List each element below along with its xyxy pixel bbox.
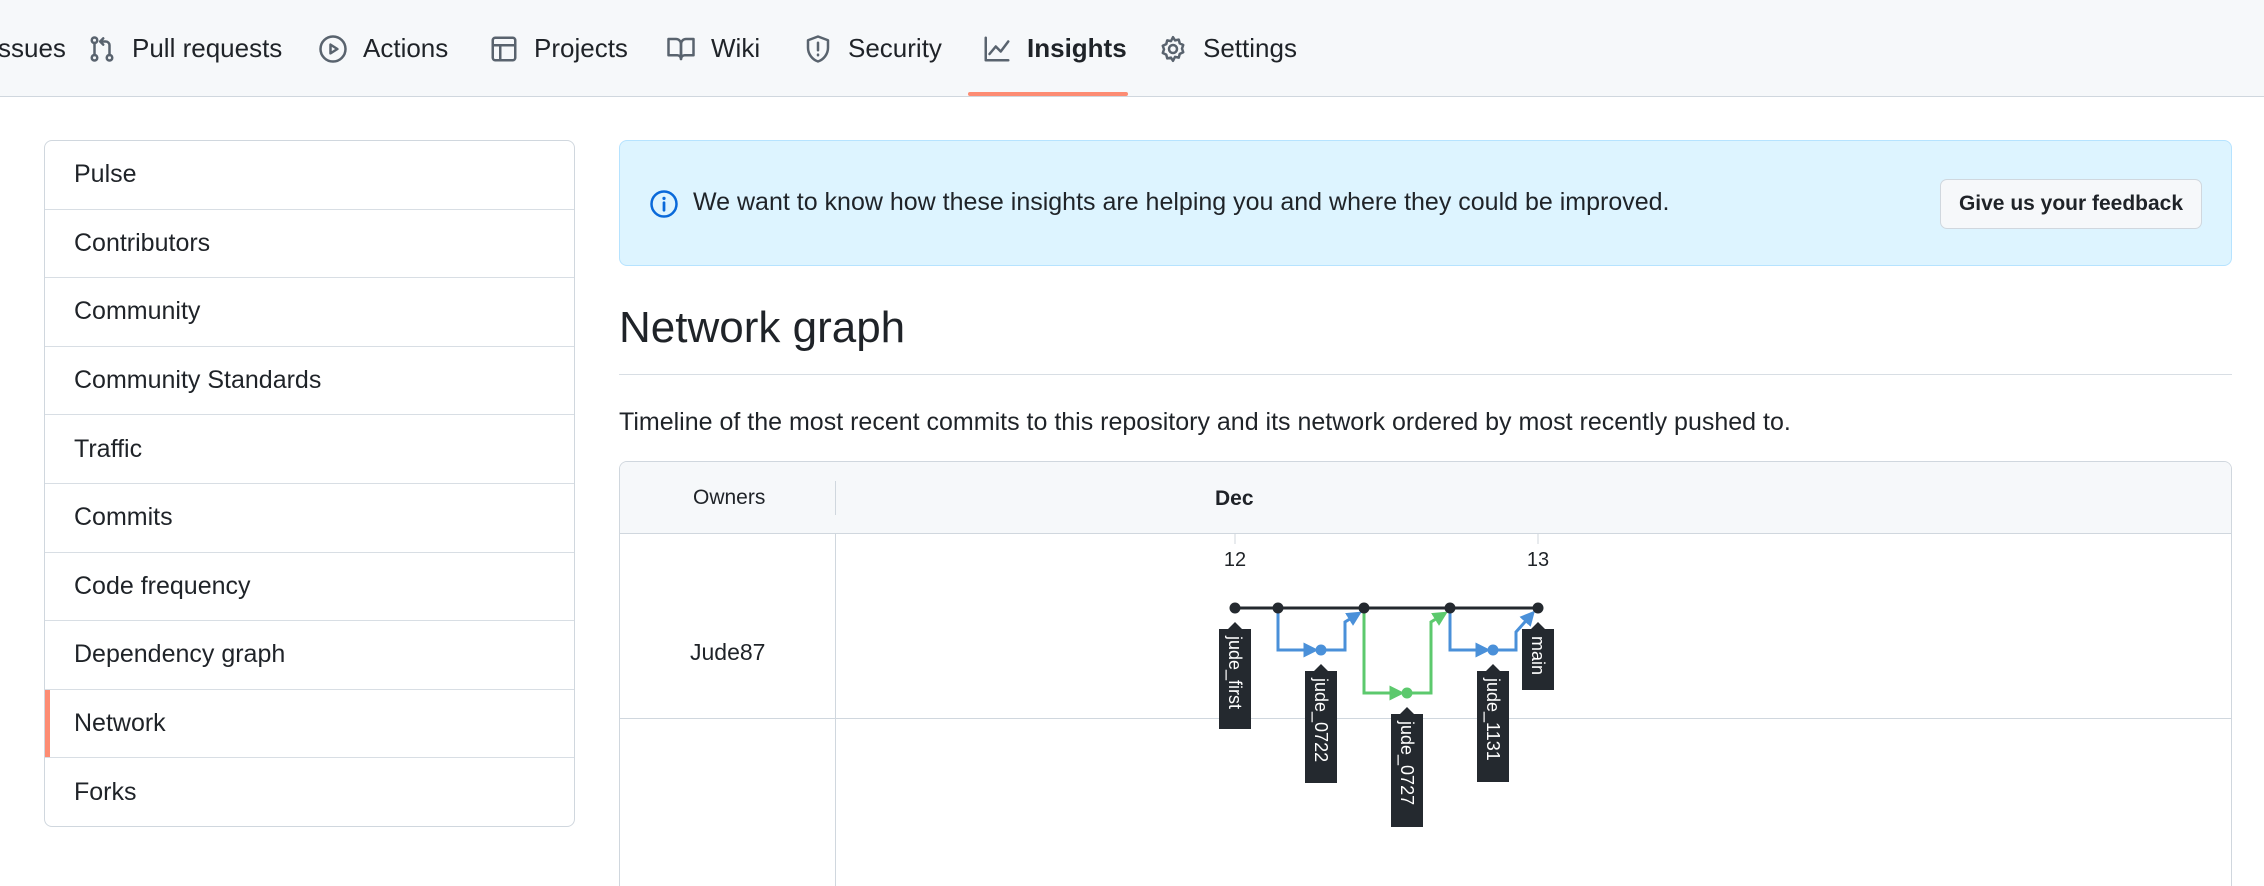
sidebar-item-code-frequency[interactable]: Code frequency: [45, 553, 574, 622]
sidebar-item-label: Community Standards: [74, 366, 322, 395]
tab-settings[interactable]: Settings: [1157, 0, 1297, 97]
pull-request-icon: [86, 33, 118, 65]
sidebar-item-label: Pulse: [74, 160, 137, 189]
sidebar-item-commits[interactable]: Commits: [45, 484, 574, 553]
merge-line: [1493, 610, 1535, 652]
tab-label: Pull requests: [132, 33, 283, 63]
sidebar-item-forks[interactable]: Forks: [45, 758, 574, 826]
page-title: Network graph: [619, 303, 906, 352]
commit-dot[interactable]: [1444, 602, 1456, 614]
insights-sidebar: Pulse Contributors Community Community S…: [44, 140, 575, 827]
banner-message: We want to know how these insights are h…: [693, 188, 1670, 216]
commit-dot[interactable]: [1272, 602, 1284, 614]
branch-label-jude-0727[interactable]: jude_0727: [1391, 707, 1423, 827]
table-icon: [488, 33, 520, 65]
tab-label: Wiki: [711, 33, 761, 63]
shield-icon: [802, 33, 834, 65]
owner-name[interactable]: Jude87: [690, 639, 766, 665]
sidebar-item-community-standards[interactable]: Community Standards: [45, 347, 574, 416]
commit-dot[interactable]: [1401, 687, 1413, 699]
sidebar-item-traffic[interactable]: Traffic: [45, 415, 574, 484]
header-divider: [835, 481, 836, 515]
network-header: Owners Dec: [620, 462, 2231, 534]
svg-text:main: main: [1528, 636, 1548, 675]
svg-text:jude_0722: jude_0722: [1310, 677, 1331, 762]
tab-security[interactable]: Security: [802, 0, 942, 97]
info-icon: [650, 190, 678, 218]
commit-dot[interactable]: [1358, 602, 1370, 614]
active-tab-indicator: [968, 92, 1128, 96]
tab-label: Security: [848, 33, 942, 63]
svg-text:jude_first: jude_first: [1224, 635, 1245, 709]
sidebar-item-community[interactable]: Community: [45, 278, 574, 347]
commit-dot[interactable]: [1532, 602, 1544, 614]
commit-graph-canvas[interactable]: 12 13 jude_first jude_0722: [620, 462, 2232, 886]
tab-label: Actions: [363, 33, 449, 63]
svg-text:jude_1131: jude_1131: [1482, 677, 1503, 761]
day-label: 12: [1224, 549, 1246, 571]
sidebar-item-pulse[interactable]: Pulse: [45, 141, 574, 210]
tab-projects[interactable]: Projects: [488, 0, 628, 97]
day-label: 13: [1527, 549, 1549, 571]
svg-text:jude_0727: jude_0727: [1396, 720, 1417, 805]
tab-label: Insights: [1027, 33, 1127, 63]
network-graph[interactable]: Owners Dec Jude87 12 13: [619, 461, 2232, 886]
merge-line: [1407, 611, 1448, 695]
title-divider: [619, 374, 2232, 375]
repo-nav: ssues Pull requests Actions Projects Wik…: [0, 0, 2264, 97]
gear-icon: [1157, 33, 1189, 65]
feedback-banner: We want to know how these insights are h…: [619, 140, 2232, 266]
page-description: Timeline of the most recent commits to t…: [619, 408, 1791, 436]
owner-row-divider: [620, 718, 2231, 719]
tab-actions[interactable]: Actions: [317, 0, 448, 97]
sidebar-item-contributors[interactable]: Contributors: [45, 210, 574, 279]
tab-issues[interactable]: ssues: [0, 0, 66, 97]
tab-label: ssues: [0, 33, 66, 63]
tab-label: Projects: [534, 33, 628, 63]
sidebar-item-dependency-graph[interactable]: Dependency graph: [45, 621, 574, 690]
sidebar-item-label: Community: [74, 297, 201, 326]
branch-label-jude-0722[interactable]: jude_0722: [1305, 664, 1337, 783]
branch-line: [1276, 608, 1319, 658]
merge-line: [1321, 611, 1362, 652]
branch-label-jude-1131[interactable]: jude_1131: [1477, 664, 1509, 782]
commit-dot[interactable]: [1315, 644, 1327, 656]
branch-label-jude-first[interactable]: jude_first: [1219, 622, 1251, 729]
sidebar-item-label: Forks: [74, 778, 137, 807]
book-icon: [665, 33, 697, 65]
sidebar-item-label: Code frequency: [74, 571, 251, 600]
sidebar-item-label: Network: [74, 709, 166, 738]
branch-label-main[interactable]: main: [1522, 622, 1554, 690]
play-icon: [317, 33, 349, 65]
commit-dot[interactable]: [1487, 644, 1499, 656]
sidebar-item-label: Contributors: [74, 228, 211, 257]
sidebar-item-label: Dependency graph: [74, 640, 286, 669]
graph-icon: [981, 33, 1013, 65]
tab-pull-requests[interactable]: Pull requests: [86, 0, 282, 97]
owner-column-divider: [835, 534, 836, 886]
give-feedback-button[interactable]: Give us your feedback: [1940, 179, 2202, 229]
tab-label: Settings: [1203, 33, 1297, 63]
commit-dot[interactable]: [1229, 602, 1241, 614]
owners-header: Owners: [693, 486, 766, 509]
month-label: Dec: [1215, 487, 1254, 510]
branch-line: [1362, 608, 1405, 701]
tab-wiki[interactable]: Wiki: [665, 0, 760, 97]
sidebar-item-network[interactable]: Network: [45, 689, 574, 759]
sidebar-item-label: Traffic: [74, 434, 143, 463]
tab-insights[interactable]: Insights: [981, 0, 1127, 97]
sidebar-item-label: Commits: [74, 503, 173, 532]
branch-line: [1448, 608, 1491, 658]
